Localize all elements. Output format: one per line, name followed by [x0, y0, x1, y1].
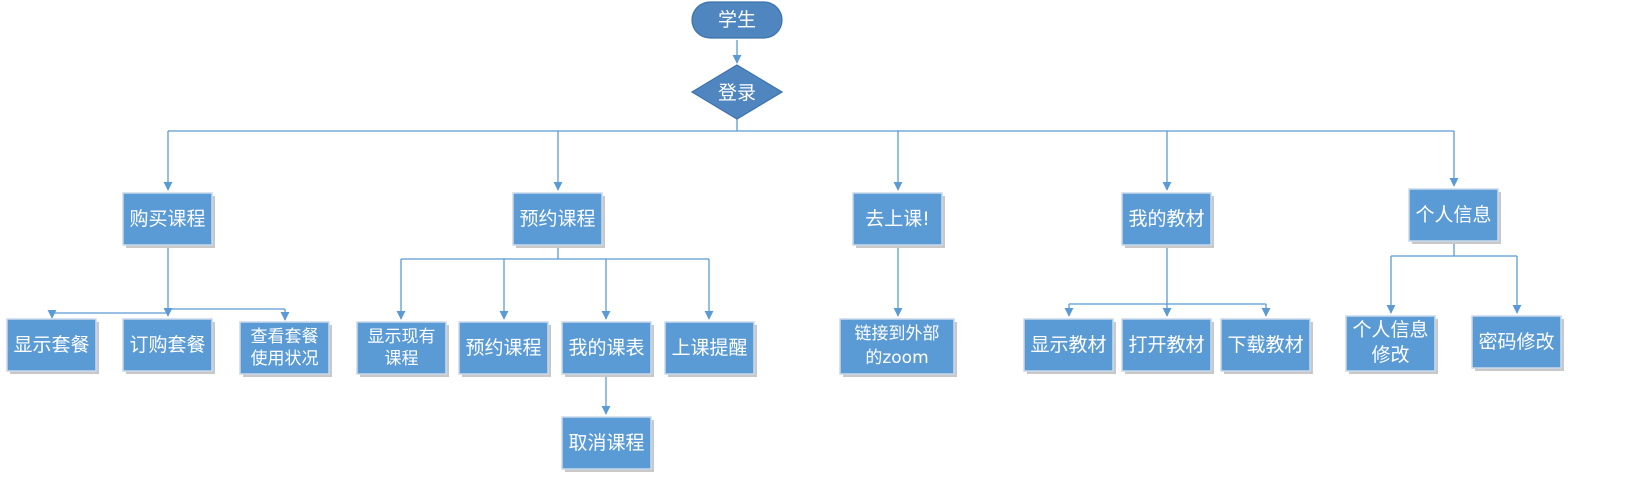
change-password-label: 密码修改 — [1478, 331, 1554, 353]
personal-info-label: 个人信息 — [1415, 204, 1491, 226]
node-class-reminder[interactable]: 上课提醒 — [664, 321, 757, 377]
open-materials-label: 打开教材 — [1128, 334, 1204, 356]
my-schedule-label: 我的课表 — [568, 337, 644, 359]
start-node[interactable]: 学生 — [691, 1, 783, 39]
node-edit-personal-info[interactable]: 个人信息 修改 — [1345, 315, 1438, 374]
check-package-usage-line2: 使用状况 — [251, 348, 319, 369]
node-buy-course[interactable]: 购买课程 — [122, 192, 215, 248]
go-to-class-label: 去上课! — [865, 208, 930, 230]
node-show-packages[interactable]: 显示套餐 — [6, 318, 99, 374]
cancel-course-label: 取消课程 — [568, 432, 644, 454]
start-terminal-shape — [691, 1, 783, 39]
show-packages-label: 显示套餐 — [13, 334, 89, 356]
login-node[interactable]: 登录 — [690, 64, 784, 120]
node-change-password[interactable]: 密码修改 — [1471, 315, 1564, 371]
reserve-course-label: 预约课程 — [519, 208, 595, 230]
node-cancel-course[interactable]: 取消课程 — [561, 416, 654, 472]
reserve-course-leaf-label: 预约课程 — [465, 337, 541, 359]
node-external-zoom-link[interactable]: 链接到外部 的zoom — [839, 318, 957, 377]
node-show-materials[interactable]: 显示教材 — [1023, 318, 1116, 374]
node-reserve-course[interactable]: 预约课程 — [512, 192, 605, 248]
show-materials-label: 显示教材 — [1030, 334, 1106, 356]
node-my-schedule[interactable]: 我的课表 — [561, 321, 654, 377]
login-diamond-shape — [690, 64, 784, 120]
download-materials-label: 下载教材 — [1227, 334, 1303, 356]
class-reminder-label: 上课提醒 — [671, 337, 747, 359]
node-check-package-usage[interactable]: 查看套餐 使用状况 — [239, 321, 332, 377]
node-show-existing-courses[interactable]: 显示现有 课程 — [356, 321, 449, 377]
node-my-materials[interactable]: 我的教材 — [1121, 192, 1214, 248]
edit-personal-info-line1: 个人信息 — [1352, 319, 1428, 341]
start-label: 学生 — [718, 9, 756, 31]
show-existing-courses-line2: 课程 — [385, 349, 419, 369]
order-package-label: 订购套餐 — [129, 334, 205, 356]
my-materials-label: 我的教材 — [1128, 208, 1204, 230]
external-zoom-link-line1: 链接到外部 — [855, 324, 940, 344]
external-zoom-link-line2: 的zoom — [865, 348, 928, 368]
show-existing-courses-line1: 显示现有 — [368, 327, 436, 347]
node-reserve-course-leaf[interactable]: 预约课程 — [458, 321, 551, 377]
node-open-materials[interactable]: 打开教材 — [1121, 318, 1214, 374]
node-order-package[interactable]: 订购套餐 — [122, 318, 215, 374]
check-package-usage-line1: 查看套餐 — [251, 327, 319, 347]
login-label: 登录 — [718, 82, 756, 104]
edges — [47, 40, 1522, 415]
edit-personal-info-line2: 修改 — [1371, 344, 1409, 366]
node-personal-info[interactable]: 个人信息 — [1408, 188, 1501, 244]
buy-course-label: 购买课程 — [129, 208, 205, 230]
node-go-to-class[interactable]: 去上课! — [852, 192, 945, 248]
node-download-materials[interactable]: 下载教材 — [1220, 318, 1313, 374]
